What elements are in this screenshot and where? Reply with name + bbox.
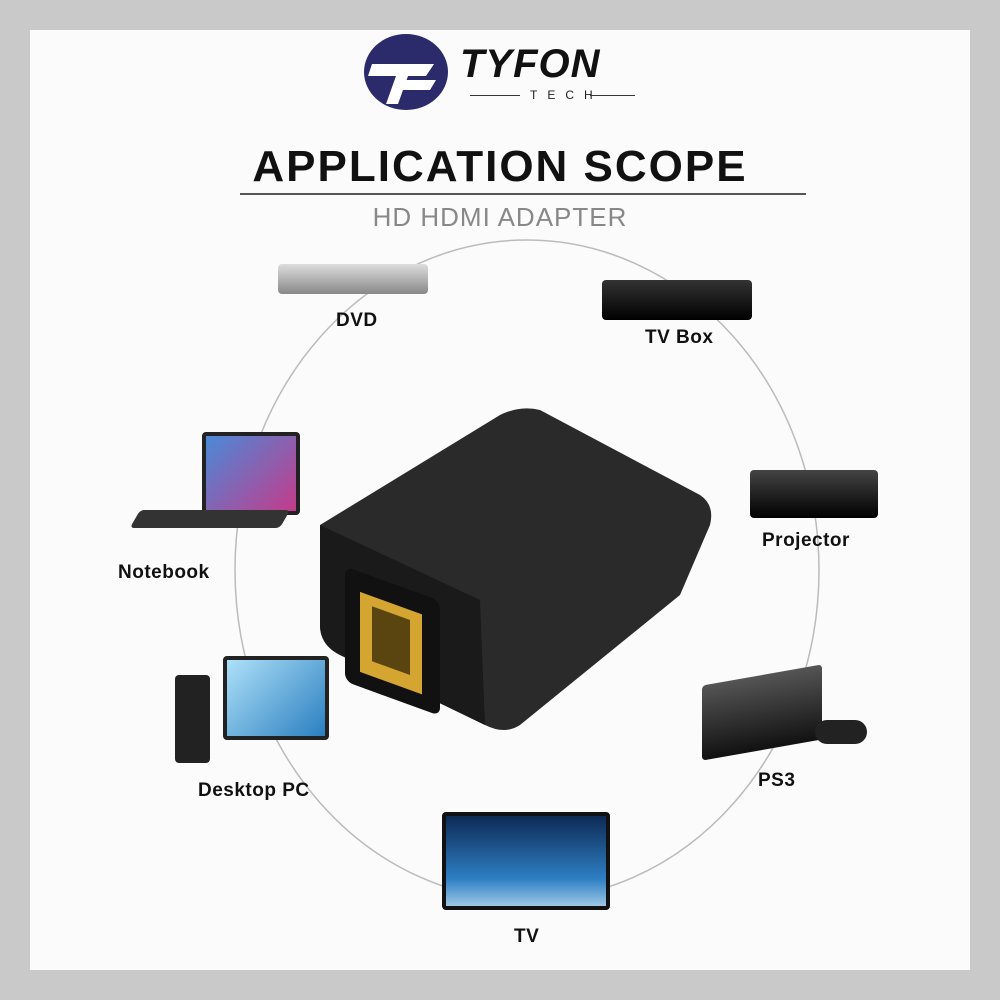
device-label-notebook: Notebook — [118, 562, 210, 583]
hdmi-female-coupler-icon — [320, 408, 712, 730]
brand-sub: TECH — [530, 88, 603, 102]
device-label-ps3: PS3 — [758, 770, 796, 791]
page-title: APPLICATION SCOPE — [252, 142, 748, 191]
divider — [470, 95, 520, 96]
projector-icon — [750, 470, 878, 518]
device-label-projector: Projector — [762, 530, 850, 551]
brand-name: TYFON — [460, 42, 601, 86]
laptop-icon — [202, 432, 300, 515]
tv-icon — [442, 812, 610, 910]
title-divider — [240, 193, 806, 195]
device-label-desktop-pc: Desktop PC — [198, 780, 310, 801]
product-image: TYFON TECH APPLICATION SCOPE HD HDMI ADA… — [30, 30, 970, 970]
device-label-tv-box: TV Box — [645, 327, 714, 348]
controller-icon — [815, 720, 867, 744]
pc-tower-icon — [175, 675, 210, 763]
page-subtitle: HD HDMI ADAPTER — [372, 202, 628, 232]
dvd-player-icon — [278, 264, 428, 294]
device-label-dvd: DVD — [336, 310, 378, 331]
laptop-keyboard — [129, 510, 291, 528]
desktop-pc-icon — [223, 656, 329, 740]
divider — [590, 95, 635, 96]
tyfon-logo-icon — [364, 34, 448, 110]
device-label-tv: TV — [514, 926, 540, 947]
tv-box-icon — [602, 280, 752, 320]
